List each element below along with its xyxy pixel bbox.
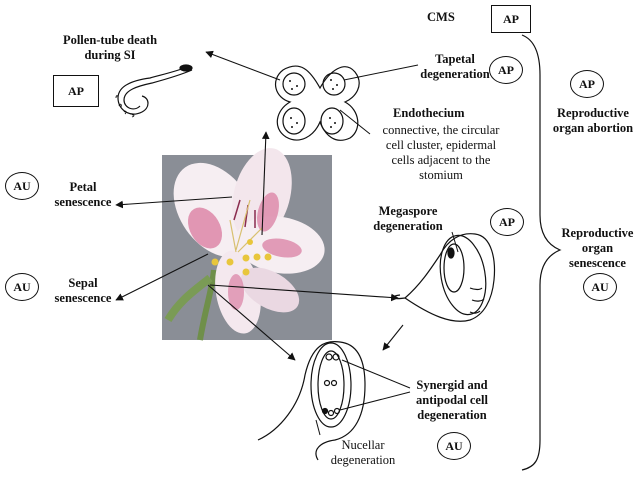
label-nucellar-degeneration: Nucellar degeneration [330,438,396,467]
embryo-sac-drawing [257,341,366,461]
pollen-tube-drawing [115,64,193,118]
badge-ap-megaspore: AP [490,208,524,236]
label-tapetal-degeneration: Tapetal degeneration [420,52,490,81]
label-cms: CMS [427,10,455,24]
ovule-megaspore-drawing [392,233,496,322]
label-reproductive-organ-senescence: Reproductive organ senescence [561,226,634,270]
label-endothecium-desc: connective, the circular cell cluster, e… [382,123,500,182]
label-petal-senescence: Petal senescence [54,180,112,209]
badge-au-synergid: AU [437,432,471,460]
badge-au-petal: AU [5,172,39,200]
flower-photo [162,148,332,341]
badge-ap-cms: AP [491,5,531,33]
badge-ap-abortion: AP [570,70,604,98]
badge-ap-tapetal: AP [489,56,523,84]
badge-au-sepal: AU [5,273,39,301]
badge-ap-pollen: AP [53,75,99,107]
label-synergid-antipodal: Synergid and antipodal cell degeneration [416,378,488,422]
label-megaspore-degeneration: Megaspore degeneration [373,204,443,233]
badge-au-senescence: AU [583,273,617,301]
label-reproductive-organ-abortion: Reproductive organ abortion [552,106,634,135]
pointer-lines [315,64,459,436]
bracket [521,34,562,471]
label-sepal-senescence: Sepal senescence [54,276,112,305]
arrows [115,50,404,361]
label-pollen-tube-death: Pollen-tube death during SI [62,33,158,62]
label-endothecium: Endothecium [393,106,465,120]
anther-cross-section [274,65,360,141]
